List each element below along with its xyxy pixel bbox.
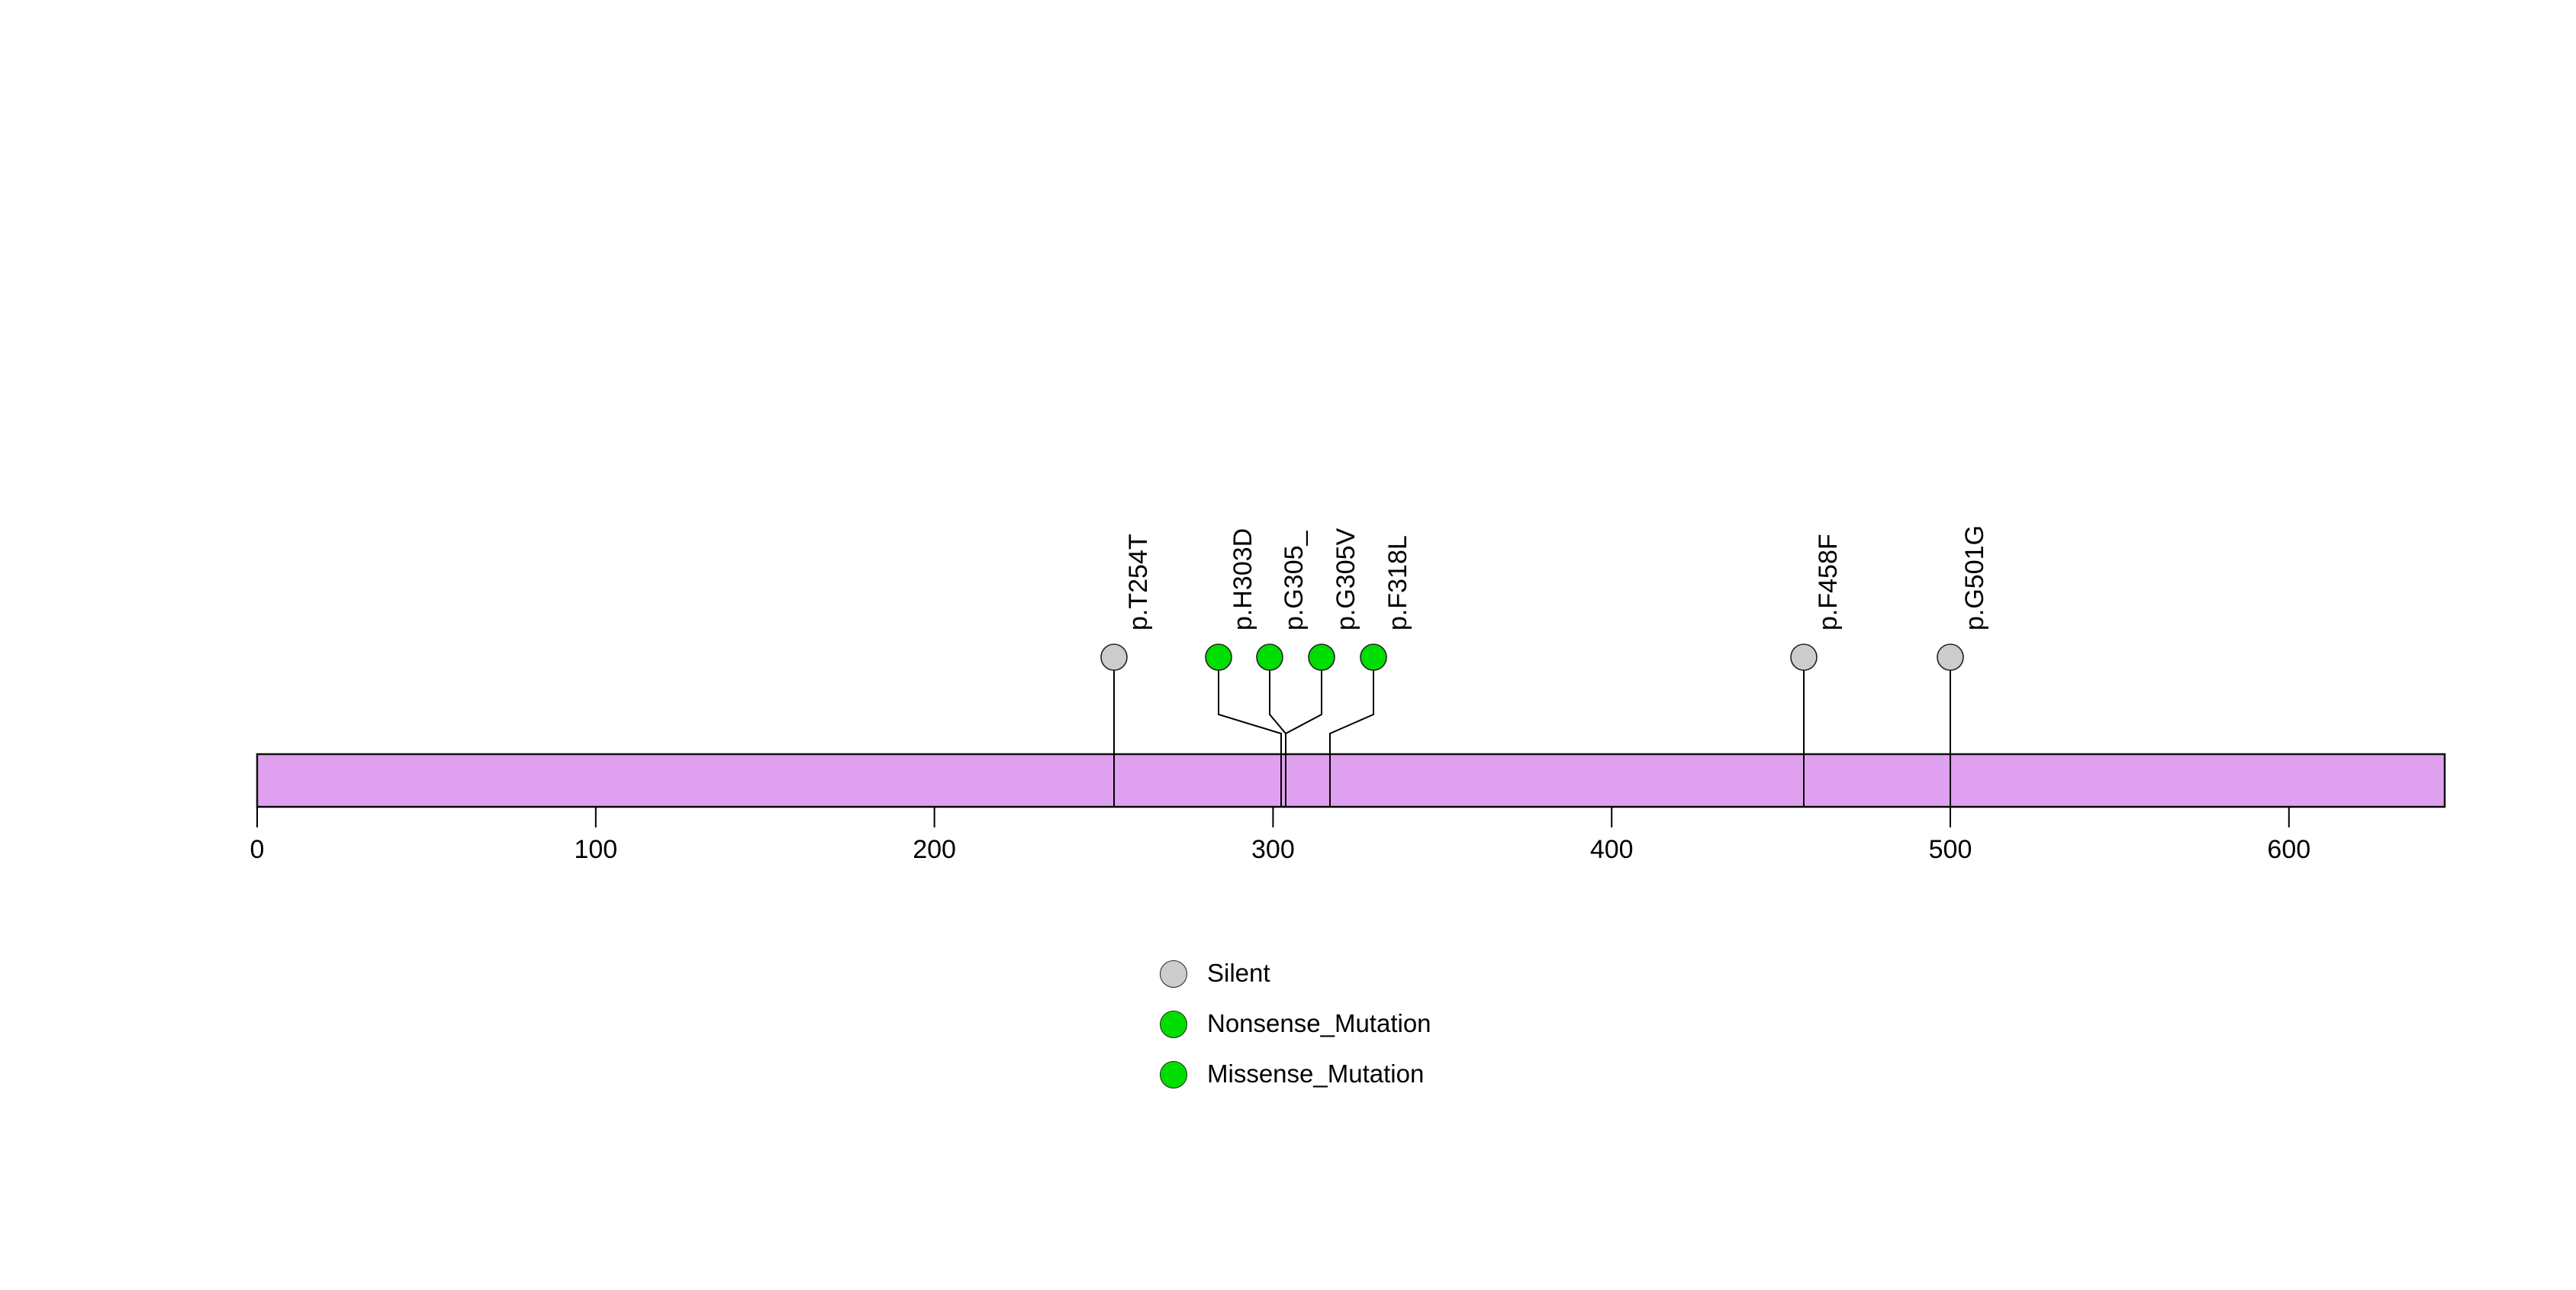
x-axis-tick-label: 100 [574, 835, 618, 864]
lollipop-stem [1329, 670, 1374, 807]
mutation-label: p.G305V [1331, 527, 1360, 630]
lollipop-head[interactable] [1100, 643, 1128, 671]
x-axis-tick-label: 200 [913, 835, 956, 864]
lollipop-head[interactable] [1256, 643, 1283, 671]
x-axis-tick-label: 600 [2267, 835, 2311, 864]
mutation-label: p.F318L [1383, 535, 1412, 630]
x-axis-tick-label: 400 [1589, 835, 1634, 864]
lollipop-stem [1218, 670, 1282, 807]
lollipop-head[interactable] [1205, 643, 1232, 671]
mutation-label: p.G305_ [1280, 531, 1309, 630]
mutation-label: p.F458F [1814, 534, 1843, 630]
legend-label: Nonsense_Mutation [1207, 1009, 1431, 1037]
legend-label: Silent [1207, 959, 1270, 987]
legend-swatch[interactable] [1160, 1011, 1187, 1038]
lollipop-head[interactable] [1790, 643, 1818, 671]
legend-swatch[interactable] [1160, 960, 1187, 988]
lollipop-stem [1285, 670, 1322, 807]
mutation-label: p.T254T [1124, 534, 1153, 630]
mutation-label: p.H303D [1228, 527, 1257, 630]
x-axis-tick-label: 0 [250, 835, 265, 864]
x-axis-tick-label: 500 [1928, 835, 1972, 864]
lollipop-head[interactable] [1360, 643, 1387, 671]
lollipop-head[interactable] [1937, 643, 1964, 671]
x-axis-tick-label: 300 [1251, 835, 1295, 864]
mutation-label: p.G501G [1960, 525, 1989, 630]
legend-swatch[interactable] [1160, 1061, 1187, 1088]
legend-label: Missense_Mutation [1207, 1059, 1425, 1088]
protein-domain-bar[interactable] [256, 753, 2446, 808]
lollipop-head[interactable] [1308, 643, 1335, 671]
